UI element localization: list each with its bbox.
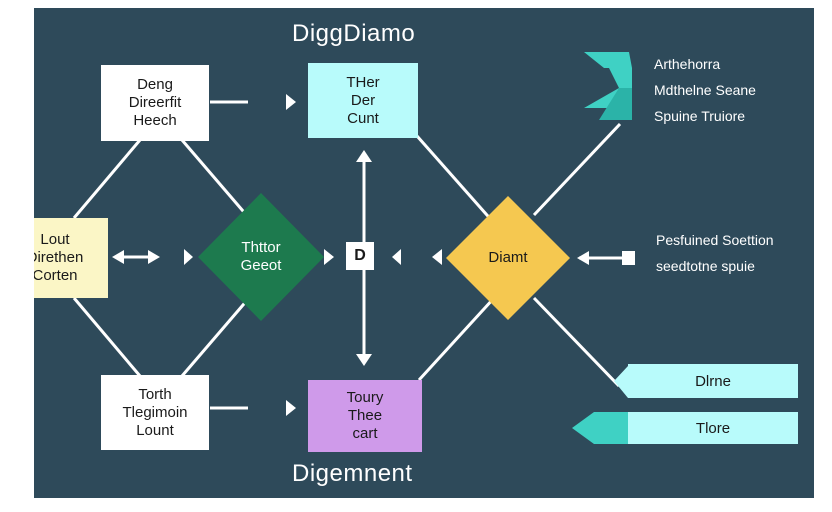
top-right-labels: Arthehorra Mdthelne Seane Spuine Truiore <box>654 56 756 125</box>
side-label: Spuine Truiore <box>654 108 746 124</box>
diamond-line: Thttor <box>241 239 281 256</box>
node-line: cart <box>352 425 378 442</box>
connector-top-mid-to-yellow <box>415 135 496 224</box>
node-line: Cunt <box>347 109 379 127</box>
arrowhead <box>324 249 334 265</box>
node-small-d[interactable]: D <box>346 242 374 270</box>
node-bottom-left[interactable]: Torth Tlegimoin Lount <box>101 375 209 450</box>
diamond-line: Diamt <box>488 249 528 266</box>
node-line: Direthen <box>34 249 84 266</box>
arrowhead <box>432 249 442 265</box>
tag-1[interactable]: Dlrne <box>628 364 798 398</box>
mid-right-labels: Pesfuined Soettion seedtotne spuie <box>656 232 774 275</box>
arrowhead <box>356 354 372 366</box>
node-line: Corten <box>34 267 78 284</box>
side-label: Pesfuined Soettion <box>656 232 774 248</box>
yellow-diamond <box>446 196 570 320</box>
node-line: Torth <box>138 385 172 403</box>
green-diamond-label[interactable]: Thttor Geeot <box>208 233 314 281</box>
diamond-line: Geeot <box>240 257 282 274</box>
node-line: Deng <box>137 76 173 93</box>
arrowhead <box>148 250 160 264</box>
side-label: seedtotne spuie <box>656 258 755 274</box>
arrowhead <box>112 250 124 264</box>
node-line: Direerfit <box>128 94 182 111</box>
connector-bottom-mid-to-yellow <box>417 296 496 382</box>
diagram-canvas: DiggDiamo Digemnent Deng Direerfit Heech… <box>34 8 814 498</box>
teal-chevron-icon <box>584 52 632 68</box>
connector-left-to-bottom-left <box>72 297 142 377</box>
tag-2[interactable]: Tlore <box>628 412 798 444</box>
diagram-footer-title: Digemnent <box>292 460 413 487</box>
arrowhead <box>286 400 296 416</box>
node-top-left[interactable]: Deng Direerfit Heech <box>101 65 209 141</box>
node-line: THer <box>346 73 380 91</box>
connector-top-left-to-left <box>72 139 142 219</box>
arrowhead <box>286 94 296 110</box>
node-line: Lout <box>40 231 70 248</box>
arrowhead <box>356 150 372 162</box>
node-line: Lount <box>136 421 174 439</box>
node-line: Heech <box>133 112 177 129</box>
connector-yellow-to-top-right <box>532 122 622 217</box>
teal-chevron-icon <box>599 88 632 120</box>
connector-top-left-to-green <box>180 139 251 219</box>
tag2-arrow-icon <box>572 412 628 444</box>
yellow-diamond-label[interactable]: Diamt <box>458 248 558 268</box>
node-line: Der <box>350 91 376 109</box>
green-diamond <box>198 193 324 321</box>
node-left[interactable]: Lout Direthen Corten <box>34 218 108 298</box>
side-label: Mdthelne Seane <box>654 82 756 98</box>
diagram-title: DiggDiamo <box>292 20 416 47</box>
node-line: Toury <box>346 389 384 406</box>
tag1-arrow-icon <box>614 366 628 398</box>
node-line: Thee <box>347 407 383 424</box>
node-line: Tlegimoin <box>122 403 188 421</box>
arrowhead <box>392 249 401 265</box>
arrowhead <box>577 251 589 265</box>
connector-end-square <box>622 251 635 265</box>
side-label: Arthehorra <box>654 56 721 72</box>
arrowhead <box>184 249 193 265</box>
connector-green-to-bottom-left <box>180 297 251 377</box>
node-bottom-mid[interactable]: Toury Thee cart <box>308 380 422 452</box>
node-top-mid[interactable]: THer Der Cunt <box>308 63 418 138</box>
connector-yellow-to-tag1 <box>532 296 621 388</box>
